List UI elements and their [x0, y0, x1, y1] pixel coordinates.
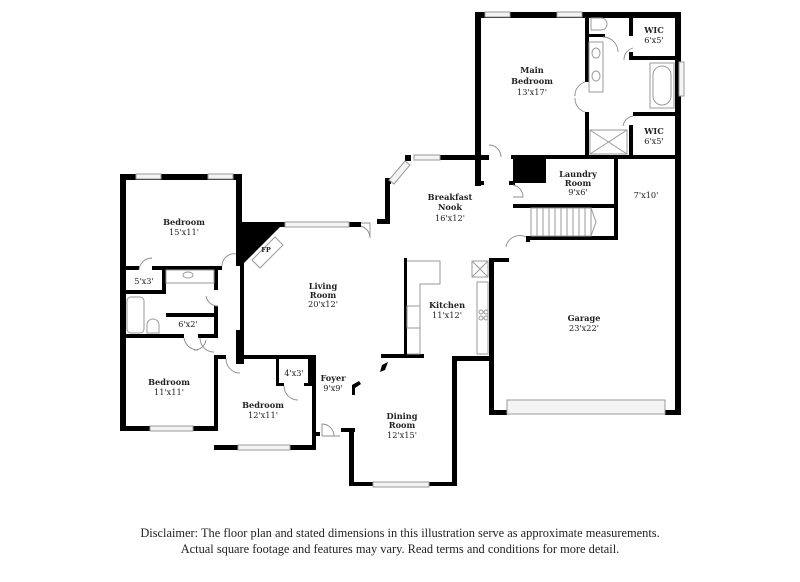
bedroom-2-label: Bedroom	[148, 377, 190, 387]
nook-walls	[377, 140, 618, 242]
dining-room-label: Dining	[387, 411, 418, 421]
left-wing-windows	[135, 173, 291, 451]
kitchen-dims: 11'x12'	[432, 310, 462, 320]
fireplace-chimney	[240, 222, 285, 264]
garage-door	[506, 399, 666, 415]
bedroom-1-dims: 15'x11'	[169, 227, 199, 237]
left-wing-walls	[120, 174, 320, 450]
disclaimer-line-2: Actual square footage and features may v…	[180, 541, 620, 556]
living-window	[284, 221, 350, 228]
living-walls	[236, 222, 361, 364]
kitchen-label: Kitchen	[429, 300, 465, 310]
wic-1-label: WIC	[643, 25, 664, 35]
garage-label: Garage	[568, 313, 601, 323]
dining-window	[372, 481, 430, 488]
nook-windows	[388, 154, 441, 185]
bedroom-1-label: Bedroom	[163, 217, 205, 227]
bedroom-3-dims: 12'x11'	[248, 410, 278, 420]
disclaimer: Disclaimer: The floor plan and stated di…	[0, 526, 800, 557]
kitchen-fixtures	[406, 260, 489, 355]
dining-room-label-2: Room	[389, 420, 416, 430]
breakfast-nook-label-2: Nook	[438, 202, 462, 212]
main-bedroom-label-2: Bedroom	[511, 76, 553, 86]
closet-2-dims: 6'x2'	[178, 319, 198, 329]
garage-dims: 23'x22'	[569, 323, 599, 333]
wic-2-dims: 6'x5'	[644, 136, 664, 146]
breakfast-nook-label: Breakfast	[428, 192, 473, 202]
left-wing-fixtures	[126, 253, 299, 401]
wic-1-dims: 6'x5'	[644, 35, 664, 45]
breakfast-nook-dims: 16'x12'	[435, 213, 465, 223]
bedroom-3-label: Bedroom	[242, 400, 284, 410]
dining-room-dims: 12'x15'	[387, 430, 417, 440]
fireplace-hearth	[251, 236, 284, 269]
garage-walls	[489, 258, 681, 415]
living-room-label-2: Room	[310, 290, 337, 300]
living-room-label: Living	[309, 281, 338, 291]
closet-3-dims: 4'x3'	[284, 368, 304, 378]
living-room-dims: 20'x12'	[308, 299, 338, 309]
foyer-dining-walls	[341, 362, 457, 486]
laundry-room-dims: 9'x6'	[568, 187, 588, 197]
wic-2-label: WIC	[643, 126, 664, 136]
main-bedroom-dims: 13'x17'	[517, 87, 547, 97]
kitchen-walls	[381, 258, 492, 486]
floor-plan: Main Bedroom 13'x17' WIC 6'x5' WIC 6'x5'…	[120, 11, 685, 488]
storage-dims: 7'x10'	[634, 190, 659, 200]
closet-1-dims: 5'x3'	[134, 276, 154, 286]
stairs	[530, 207, 597, 237]
laundry-room-label-2: Room	[565, 178, 592, 188]
disclaimer-line-1: Disclaimer: The floor plan and stated di…	[140, 526, 660, 540]
fireplace-label: FP	[261, 246, 271, 254]
foyer-label: Foyer	[320, 373, 346, 383]
main-suite-windows	[484, 11, 685, 97]
front-door	[321, 423, 340, 437]
bedroom-2-dims: 11'x11'	[154, 387, 184, 397]
foyer-dims: 9'x9'	[323, 383, 343, 393]
main-suite-fixtures	[488, 17, 675, 158]
main-bedroom-label: Main	[520, 65, 543, 75]
laundry-room-label: Laundry	[559, 169, 597, 179]
